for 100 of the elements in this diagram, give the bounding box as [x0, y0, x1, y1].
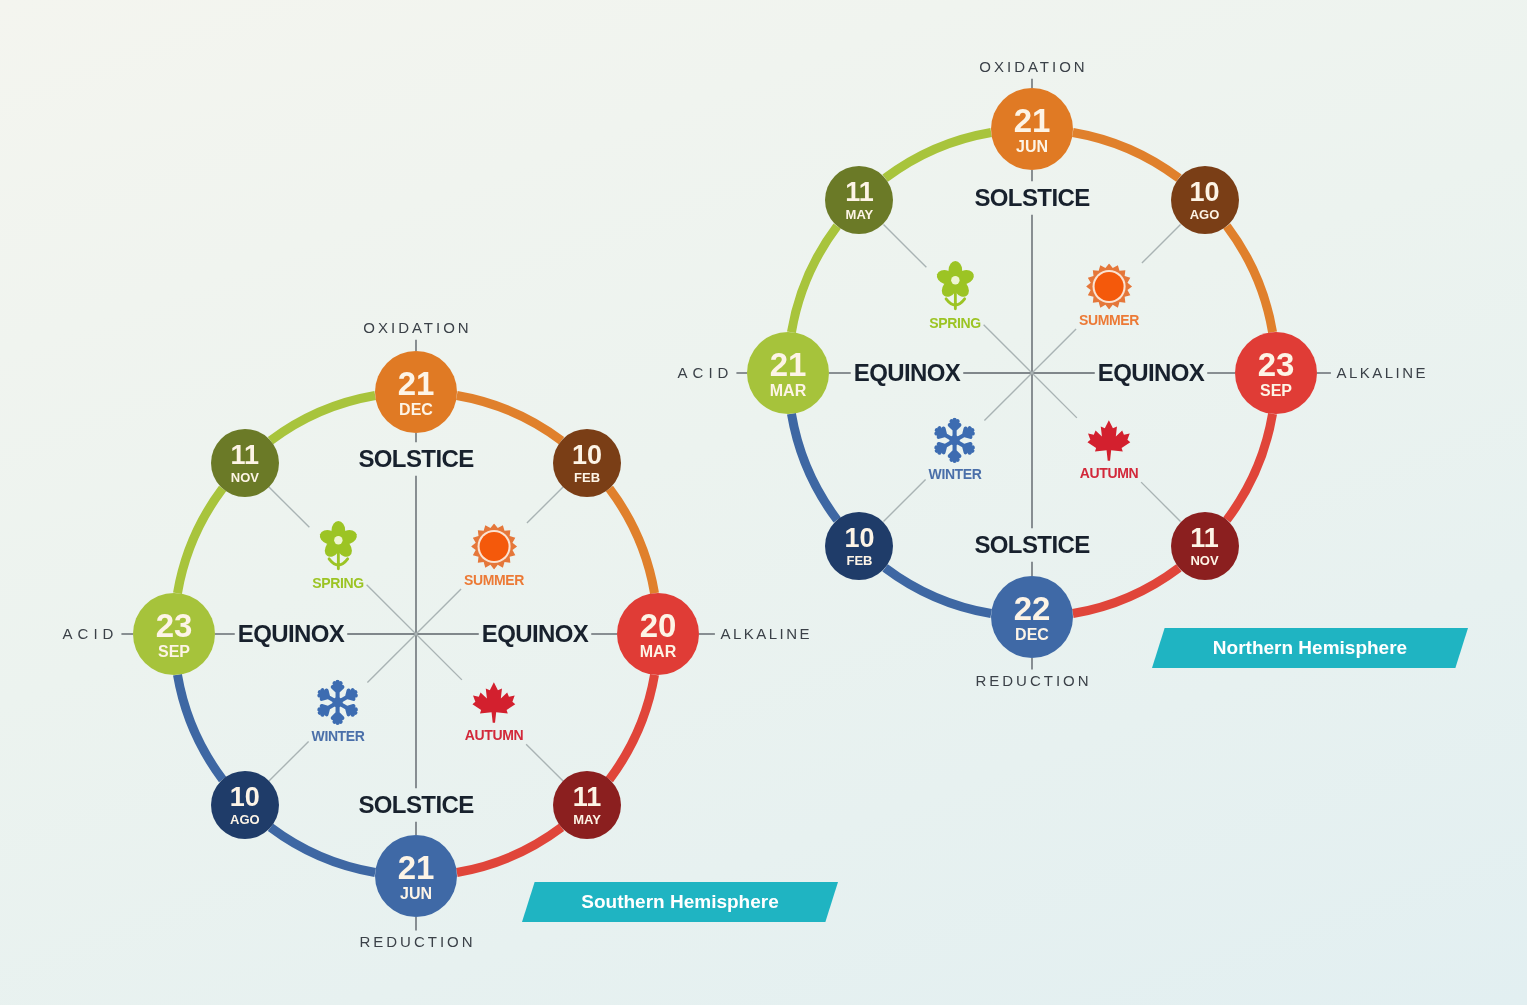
axis-label: ACID [672, 364, 734, 382]
ring-arc [882, 564, 993, 618]
connector-line [1141, 223, 1182, 264]
date-circle [1170, 511, 1239, 580]
ring-arc [605, 486, 659, 595]
connector-line [1031, 561, 1033, 577]
month-label: MAR [769, 382, 807, 399]
hemisphere-banner: Northern Hemisphere [1152, 628, 1468, 668]
ring-arc [1071, 128, 1182, 182]
month-label: AGO [230, 813, 260, 827]
month-label: MAY [573, 813, 601, 827]
day-number: 21 [397, 850, 435, 884]
day-number: 23 [1257, 347, 1295, 381]
month-label: MAR [639, 643, 677, 660]
connector-line [1031, 169, 1033, 182]
date-circle [825, 511, 894, 580]
connector-line [415, 821, 417, 836]
season-label: SPRING [312, 575, 364, 592]
season-label: AUTUMN [464, 726, 524, 744]
date-circle [1170, 166, 1239, 235]
connector-line [1031, 77, 1033, 89]
day-number: 21 [1013, 103, 1051, 137]
connector-line [415, 432, 417, 443]
ring-arc [455, 391, 564, 445]
connector-line [698, 633, 716, 635]
axis-label: OXIDATION [360, 319, 472, 337]
connector-line [735, 372, 748, 374]
ring-arc [1223, 412, 1277, 523]
month-label: FEB [846, 553, 873, 567]
month-label: DEC [399, 401, 433, 418]
axis-label: ALKALINE [717, 625, 813, 643]
day-number: 21 [397, 366, 435, 400]
month-label: JUN [400, 885, 432, 902]
day-number: 10 [229, 784, 260, 812]
day-number: 20 [639, 608, 677, 642]
connector-line [590, 633, 618, 635]
event-label: SOLSTICE [358, 445, 474, 473]
ring-arc [787, 223, 841, 334]
month-label: FEB [574, 470, 601, 484]
day-number: 23 [155, 608, 193, 642]
date-circle [825, 166, 894, 235]
season-label: SPRING [929, 315, 981, 332]
day-number: 10 [572, 441, 603, 469]
day-number: 21 [769, 347, 807, 381]
month-label: SEP [158, 643, 190, 660]
event-label: EQUINOX [481, 620, 589, 648]
month-label: AGO [1189, 208, 1220, 222]
connector-line [120, 633, 134, 635]
connector-line [526, 486, 564, 524]
axis-label: ACID [57, 625, 119, 643]
ring-arc [173, 486, 227, 595]
event-label: SOLSTICE [974, 531, 1090, 559]
connector-line [1206, 372, 1236, 374]
season-label: WINTER [311, 728, 365, 745]
day-number: 11 [230, 441, 260, 469]
season-label: WINTER [928, 466, 982, 483]
connector-line [415, 916, 417, 932]
connector-line [828, 372, 852, 374]
axis-label: REDUCTION [356, 933, 476, 951]
ring-arc [1071, 564, 1182, 618]
ring-arc [455, 823, 564, 877]
connector-line [1316, 372, 1332, 374]
day-number: 11 [572, 784, 602, 812]
month-label: NOV [1190, 553, 1219, 567]
day-number: 22 [1013, 591, 1051, 625]
axis-label: ALKALINE [1333, 364, 1429, 382]
axis-label: REDUCTION [972, 672, 1092, 690]
connector-line [1031, 214, 1033, 529]
connector-line [268, 740, 310, 782]
connector-line [525, 743, 564, 782]
ring-arc [268, 823, 377, 877]
day-number: 11 [1190, 524, 1219, 552]
connector-line [882, 478, 927, 523]
month-label: SEP [1260, 382, 1292, 399]
event-label: SOLSTICE [358, 791, 474, 819]
connector-line [214, 633, 236, 635]
ring-arc [268, 391, 377, 445]
ring-arc [1223, 223, 1277, 334]
hemisphere-banner: Southern Hemisphere [522, 882, 838, 922]
connector-line [1031, 657, 1033, 671]
connector-line [268, 486, 311, 529]
day-number: 11 [845, 179, 874, 207]
connector-line [882, 223, 928, 269]
ring-arc [173, 673, 227, 782]
event-label: EQUINOX [853, 359, 961, 387]
month-label: MAY [845, 208, 874, 222]
day-number: 10 [1189, 179, 1220, 207]
season-label: AUTUMN [1079, 464, 1139, 482]
connector-line [1140, 481, 1182, 523]
event-label: SOLSTICE [974, 184, 1090, 212]
connector-line [415, 338, 417, 352]
month-label: DEC [1015, 626, 1049, 643]
ring-arc [787, 412, 841, 523]
event-label: EQUINOX [237, 620, 345, 648]
month-label: NOV [230, 470, 259, 484]
season-label: SUMMER [1079, 312, 1139, 329]
event-label: EQUINOX [1097, 359, 1205, 387]
connector-line [415, 475, 417, 789]
day-number: 10 [844, 524, 875, 552]
season-label: SUMMER [464, 572, 524, 589]
